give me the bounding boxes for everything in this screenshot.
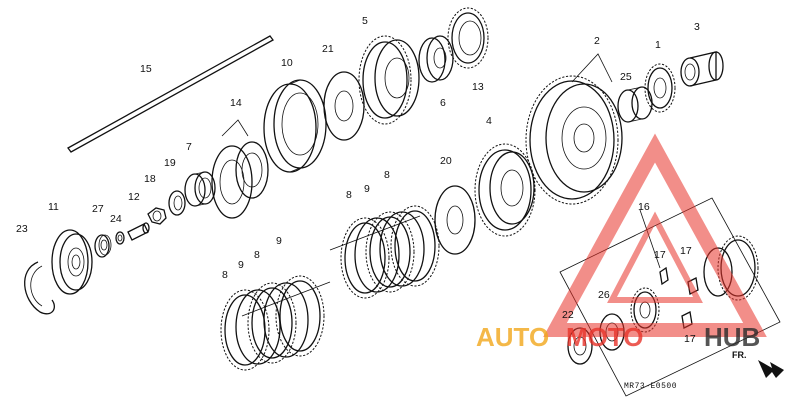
- thrust-washer-20: [434, 185, 476, 255]
- part-label-19: 19: [164, 157, 176, 169]
- part-label-18: 18: [144, 173, 156, 185]
- part-label-23: 23: [16, 223, 28, 235]
- thrust-washer-21: [323, 71, 365, 141]
- watermark-text-hub: HUB: [704, 322, 760, 352]
- part-label-14: 14: [230, 97, 242, 109]
- part-label-27: 27: [92, 203, 104, 215]
- plate-stack-lower: [220, 275, 325, 371]
- bearing-small: [94, 234, 112, 258]
- washer-19: [168, 190, 186, 216]
- pressure-plate: [263, 79, 327, 173]
- part-label-13: 13: [472, 81, 484, 93]
- part-label-16: 16: [638, 201, 650, 213]
- collar: [680, 51, 724, 87]
- part-label-22: 22: [562, 309, 574, 321]
- part-label-20: 20: [440, 155, 452, 167]
- part-label-17b: 17: [680, 245, 692, 257]
- part-label-8c: 8: [222, 269, 228, 281]
- stack-lead-lines: [241, 215, 421, 317]
- part-label-1: 1: [655, 39, 661, 51]
- part-label-26: 26: [598, 289, 610, 301]
- part-label-17a: 17: [654, 249, 666, 261]
- clutch-outer: [525, 53, 623, 205]
- part-number-labels: 1 2 3 4 5 6 7 8 8 8 8 9 9 9 10 11 12 13 …: [16, 15, 700, 345]
- washer-small: [115, 231, 125, 245]
- part-label-5: 5: [362, 15, 368, 27]
- part-label-17c: 17: [684, 333, 696, 345]
- clutch-center: [358, 35, 420, 125]
- lock-nut: [147, 207, 167, 225]
- part-label-2: 2: [594, 35, 600, 47]
- part-label-9b: 9: [238, 259, 244, 271]
- plate-stack-upper: [340, 205, 440, 299]
- watermark-logo: [543, 133, 767, 337]
- inset-group-16: [559, 197, 781, 397]
- primary-gear: [644, 63, 676, 113]
- needle-bearing-25: [617, 86, 653, 123]
- watermark-triangle: [543, 133, 767, 337]
- watermark-text-moto: MOTO: [566, 322, 644, 352]
- watermark-wordmark: AUTO MOTO HUB: [476, 322, 760, 352]
- part-label-25: 25: [620, 71, 632, 83]
- lifter-piece: [127, 222, 150, 241]
- part-label-11: 11: [48, 201, 59, 213]
- push-rod: [67, 35, 274, 153]
- part-label-8a: 8: [346, 189, 352, 201]
- judder-spring-set: [211, 119, 269, 219]
- direction-marker-label: FR.: [732, 350, 747, 360]
- direction-marker: FR.: [732, 350, 784, 378]
- part-label-24: 24: [110, 213, 122, 225]
- needle-cage: [447, 7, 489, 69]
- part-label-9c: 9: [276, 235, 282, 247]
- part-label-4: 4: [486, 115, 492, 127]
- part-label-6: 6: [440, 97, 446, 109]
- part-label-7: 7: [186, 141, 192, 153]
- part-label-10: 10: [281, 57, 293, 69]
- part-label-15: 15: [140, 63, 152, 75]
- diagram-code: MR73-E0500: [624, 382, 677, 391]
- part-label-3: 3: [694, 21, 700, 33]
- part-label-12: 12: [128, 191, 140, 203]
- part-label-21: 21: [322, 43, 334, 55]
- needle-bearing: [184, 171, 216, 207]
- part-label-9a: 9: [364, 183, 370, 195]
- watermark-triangle-inner: [607, 211, 703, 303]
- watermark-text-auto: AUTO: [476, 322, 549, 352]
- drive-sprocket: [474, 143, 536, 237]
- circlip: [24, 261, 55, 315]
- lifter-plate: [51, 229, 93, 295]
- part-label-8d: 8: [254, 249, 260, 261]
- direction-arrow-icon: [758, 360, 784, 378]
- part-label-8b: 8: [384, 169, 390, 181]
- bearing-6: [418, 35, 454, 83]
